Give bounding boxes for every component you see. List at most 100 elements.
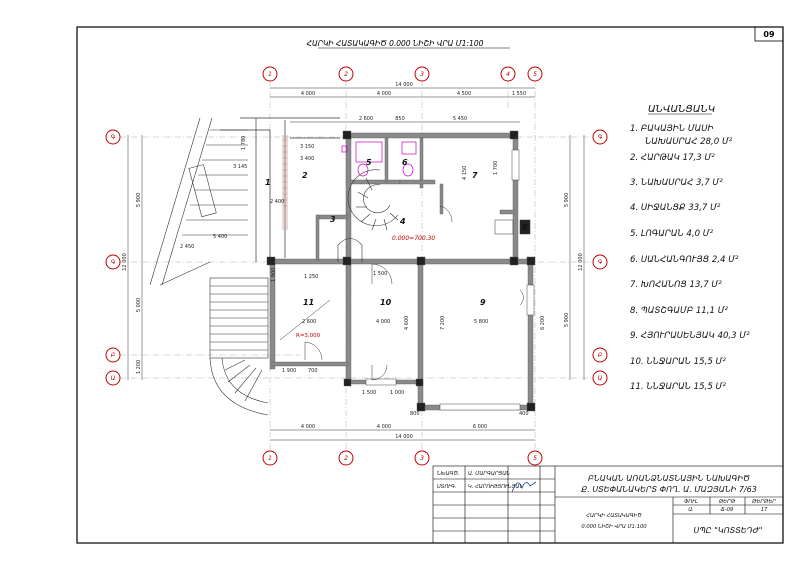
legend-item-1b: ՆԱԽԱՍՐԱՀ 28,0 Մ² [645,137,733,147]
tb-row2-label: ՍՏՈՒԳ. [437,484,457,490]
dim-left-3: 1 200 [136,360,142,374]
room-number-10: 10 [380,298,392,307]
tb-row2-name: Կ. ՀԱՐՈՒԹՅՈՒՆՅԱՆ [468,484,523,490]
room-number-1: 1 [265,178,271,187]
axis-row-2-left: Գ [111,259,116,266]
axis-row-2-right: Գ [598,259,603,266]
legend-item-1a: 1. ԲԱԿԱՅԻՆ ՄԱՍԻ [630,124,714,134]
room-number-2: 2 [302,171,308,180]
dim-misc-24: 1 250 [304,274,318,280]
axis-col-5-bottom: 5 [533,455,537,462]
dim-misc-10: 5 800 [474,319,488,325]
dim-bottom-2: 4 000 [377,424,391,430]
room-number-3: 3 [330,215,336,224]
dim-right-total: 12 000 [578,253,584,271]
bathroom-fixtures [341,141,417,177]
room-legend: ԱՆՎԱՆՑԱՆԿ 1. ԲԱԿԱՅԻՆ ՄԱՍԻ ՆԱԽԱՍՐԱՀ 28,0 … [630,104,750,392]
dim-misc-20: 4 150 [462,166,468,180]
dim-top-inner-1: 2 600 [359,116,373,122]
axis-row-1-left: Գ [111,134,116,141]
legend-item-10: 10. ՆՆՋԱՐԱՆ 15,5 Մ² [630,357,726,367]
radius-label: R=3,000 [296,333,321,339]
axis-col-1-top: 1 [268,71,272,78]
axis-col-1-bottom: 1 [268,455,272,462]
dim-misc-7: 1 900 [282,368,296,374]
axis-col-4-top: 4 [506,71,510,78]
tb-hdr-sheet: ԹԵՐԹ [719,499,736,505]
dim-misc-6: 2 600 [302,319,316,325]
legend-item-3: 3. ՆԱԽԱՍՐԱՀ 3,7 Մ² [630,178,723,188]
dim-misc-22: 400 [519,411,529,417]
dim-misc-11: 4 600 [404,316,410,330]
exterior-stair-lower [209,277,269,416]
dim-misc-2: 2 450 [180,244,194,250]
room-number-7: 7 [472,171,478,180]
dim-misc-19: 1 700 [493,161,499,175]
legend-item-8: 8. ՊԱՏՇԳԱՄԲ 11,1 Մ² [630,306,729,316]
tb-val-stage: Ա. [688,507,694,513]
legend-title: ԱՆՎԱՆՑԱՆԿ [648,104,715,115]
dim-left-2: 5 000 [136,298,142,312]
elevation-mark: 0.000=700.30 [392,235,435,242]
tb-company: ՍՊԸ "ԿՈՏՏԵԴԺ" [694,526,763,535]
axis-col-3-bottom: 3 [420,455,424,462]
room-number-6: 6 [402,158,408,167]
axis-row-3-right: Բ [598,352,603,359]
tb-project-line2: Ք. ՍՏԵՓԱՆԱԿԵՐՏ ՓՈՂ. Ա. ՄԱԶՅԱՆԻ 7/63 [580,485,757,494]
dim-bottom-total: 14 000 [395,434,413,440]
legend-item-2: 2. ՀԱՐԹԱԿ 17,3 Մ² [630,153,715,163]
tb-row1-label: ՆԽԱԳԾ. [437,471,460,477]
dim-misc-3: 5 400 [213,234,227,240]
dim-top-inner-3: 5 450 [453,116,467,122]
tb-project-line1: ԲՆԱԿԱՆ ԱՌԱՆՁՆԱՏՆԱՅԻՆ ՆԱԽԱԳԻԾ [588,474,750,483]
dim-misc-17: 3 150 [300,144,314,150]
dim-top-total: 14 000 [395,82,413,88]
dim-misc-9: 7 200 [440,316,446,330]
dim-misc-16: 1 500 [362,390,376,396]
dim-top-3: 4 500 [457,91,471,97]
tb-drawing-line2: 0.000 ՆԻՇԻ ՎՐԱ Մ1:100 [581,524,647,530]
dim-misc-14: 700 [308,368,318,374]
tb-drawing-line1: ՀԱՐԿԻ ՀԱՏԱԿԱԳԻԾ [586,513,642,519]
legend-item-5: 5. ԼՈԳԱՐԱՆ 4,0 Մ² [630,229,714,239]
room-number-9: 9 [480,298,486,307]
room-number-4: 4 [399,217,406,226]
dim-misc-15: 1 000 [390,390,404,396]
room-number-5: 5 [366,158,372,167]
legend-item-6: 6. ՍԱՆՀԱՆԳՈՒՅՑ 2,4 Մ² [630,255,739,265]
dim-misc-5: 1 500 [373,271,387,277]
dim-left-1: 5 900 [136,193,142,207]
room-number-8: 8 [522,223,528,232]
legend-item-4: 4. ՍԻՋԱՆՑՔ 33,7 Մ² [630,203,721,213]
dim-misc-23: 800 [410,411,420,417]
axis-row-1-right: Գ [598,134,603,141]
dim-misc-1: 3 145 [233,164,247,170]
dim-bottom-3: 6 000 [473,424,487,430]
legend-item-11: 11. ՆՆՋԱՐԱՆ 15,5 Մ² [630,382,726,392]
tb-val-sheet: Ճ-09 [720,507,733,513]
exterior-stair-upper [149,117,248,286]
tb-row1-name: Ա. ՄԱՐԳԱՐՅԱՆ [468,471,510,477]
sheet-number: 09 [763,30,775,39]
axis-row-4-left: Ա [111,375,116,382]
dim-bottom-1: 4 000 [301,424,315,430]
tb-val-sheets: 17 [761,507,768,513]
dim-top-4: 1 550 [512,91,526,97]
axis-row-4-right: Ա [598,375,603,382]
legend-item-7: 7. ԽՈՀԱՆՈՑ 13,7 Մ² [630,280,722,290]
dim-top-1: 4 000 [301,91,315,97]
dim-right-2: 5 900 [564,313,570,327]
signature [511,481,537,493]
interior-spiral-stair [347,169,399,231]
dim-misc-13: 1 900 [271,268,277,282]
dim-misc-21: 1 780 [241,136,247,150]
axis-row-3-left: Բ [111,352,116,359]
sheet-border [76,26,784,544]
axis-col-5-top: 5 [533,71,537,78]
walls [266,130,536,412]
legend-item-9: 9. ՀՅՈՒՐԱՍԵՆՅԱԿ 40,3 Մ² [630,331,750,341]
room-number-11: 11 [303,298,314,307]
axis-col-2-bottom: 2 [344,455,348,462]
dim-misc-8: 4 000 [376,319,390,325]
